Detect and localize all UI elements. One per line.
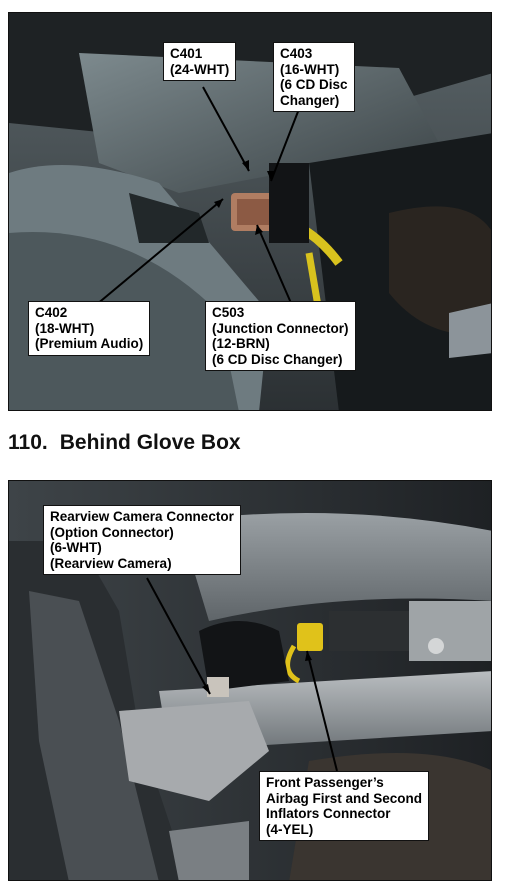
callout-c403-line: Changer): [280, 92, 340, 108]
callout-c402-line: C402: [35, 305, 68, 320]
callout-c403-line: (6 CD Disc: [280, 77, 348, 92]
callout-c403-line: C403: [280, 46, 313, 61]
callout-c503-line: (Junction Connector): [212, 320, 349, 336]
callout-c401-line: (24-WHT): [170, 61, 230, 77]
callout-airbag-line: (4-YEL): [266, 821, 314, 837]
callout-c402-line: (18-WHT): [35, 320, 95, 336]
callout-c503-line: (12-BRN): [212, 336, 270, 351]
callout-c401: C401 (24-WHT): [163, 42, 237, 81]
top-leader-lines: [95, 86, 300, 306]
callout-c503-line: C503: [212, 305, 245, 320]
callout-c401-line: C401: [170, 46, 203, 61]
callout-airbag-line: Front Passenger’s: [266, 775, 384, 790]
callout-c402-line: (Premium Audio): [35, 336, 144, 351]
callout-airbag-line: Inflators Connector: [266, 806, 391, 821]
callout-camera-line: (Option Connector): [50, 524, 174, 540]
section-number: 110.: [8, 431, 48, 454]
callout-camera-line: Rearview Camera Connector: [50, 509, 234, 524]
bottom-leader-lines: [146, 577, 338, 772]
callout-c402: C402 (18-WHT) (Premium Audio): [28, 301, 151, 356]
section-title: Behind Glove Box: [59, 431, 241, 454]
callout-c403: C403 (16-WHT) (6 CD Disc Changer): [273, 42, 355, 112]
callout-airbag-line: Airbag First and Second: [266, 790, 423, 806]
callout-c503-line: (6 CD Disc Changer): [212, 351, 343, 367]
callout-c403-line: (16-WHT): [280, 61, 340, 77]
callout-rearview-camera-connector: Rearview Camera Connector (Option Connec…: [43, 505, 241, 575]
callout-camera-line: (6-WHT): [50, 540, 102, 555]
section-heading: 110. Behind Glove Box: [8, 431, 241, 455]
callout-camera-line: (Rearview Camera): [50, 555, 172, 571]
callout-airbag-inflators-connector: Front Passenger’s Airbag First and Secon…: [259, 771, 430, 841]
callout-c503: C503 (Junction Connector) (12-BRN) (6 CD…: [205, 301, 356, 371]
